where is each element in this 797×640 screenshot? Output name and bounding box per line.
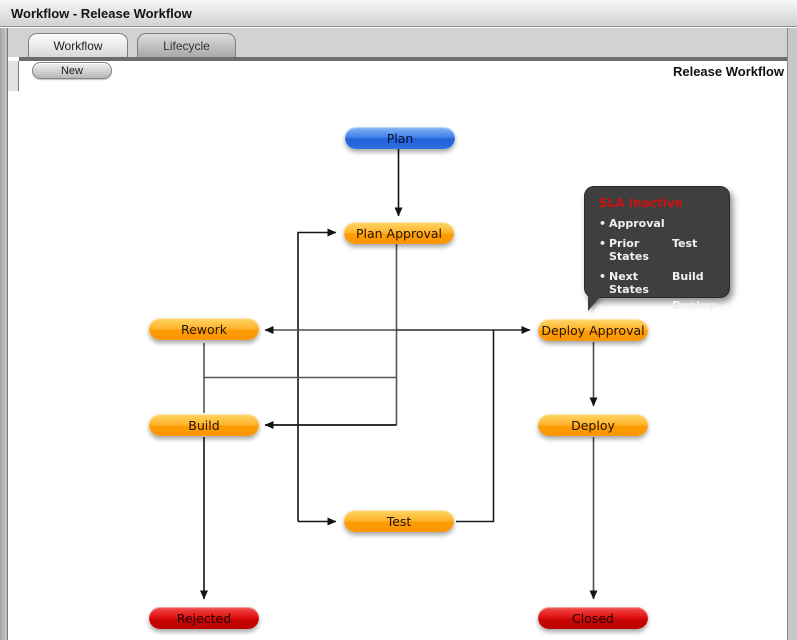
tab-lifecycle-label: Lifecycle (163, 38, 210, 53)
tooltip-row-label (609, 299, 672, 312)
node-label: Test (386, 513, 412, 529)
workflow-node-plan[interactable]: Plan (345, 127, 455, 149)
bullet-icon: • (599, 270, 607, 283)
scrollbar-track[interactable] (787, 28, 797, 640)
tooltip-row-next-states: • Next States Build (599, 270, 725, 296)
node-label: Rework (180, 321, 228, 337)
sla-tooltip-title: SLA Inactive (599, 196, 683, 210)
panel-top-border (19, 57, 787, 61)
workflow-node-deploy-approval[interactable]: Deploy Approval (538, 319, 648, 341)
node-label: Deploy (571, 417, 615, 433)
new-button-label: New (60, 64, 83, 77)
node-label: Rejected (176, 610, 232, 626)
tab-workflow-label: Workflow (53, 38, 103, 53)
tooltip-row-prior-states: • Prior States Test (599, 237, 725, 263)
tooltip-row-label: Prior States (609, 237, 649, 263)
bullet-icon: • (599, 217, 607, 230)
tooltip-row-next-states-2: Deploy (599, 299, 725, 312)
workflow-node-rejected[interactable]: Rejected (149, 607, 259, 629)
tooltip-row-label: Approval (609, 217, 665, 230)
workflow-node-closed[interactable]: Closed (538, 607, 648, 629)
tooltip-row-value: Test (672, 237, 698, 250)
tooltip-row-value (672, 217, 725, 230)
workflow-node-deploy[interactable]: Deploy (538, 414, 648, 436)
window-title: Workflow - Release Workflow (11, 6, 192, 21)
page-title: Release Workflow (672, 64, 784, 79)
bullet-icon: • (599, 237, 607, 250)
tab-strip: Workflow Lifecycle (0, 28, 797, 58)
node-label: Build (188, 417, 220, 433)
node-label: Plan Approval (355, 225, 443, 241)
workflow-node-build[interactable]: Build (149, 414, 259, 436)
tooltip-row-value: Build (672, 270, 704, 283)
tooltip-row-value: Deploy (672, 299, 715, 312)
tab-lifecycle[interactable]: Lifecycle (137, 33, 236, 57)
node-label: Plan (386, 130, 414, 146)
window-left-border (0, 28, 8, 640)
tab-workflow[interactable]: Workflow (28, 33, 128, 57)
workflow-node-rework[interactable]: Rework (149, 318, 259, 340)
workflow-node-test[interactable]: Test (344, 510, 454, 532)
window-titlebar: Workflow - Release Workflow (0, 0, 797, 27)
workflow-canvas (8, 57, 787, 640)
node-label: Closed (572, 610, 614, 626)
new-button[interactable]: New (32, 62, 112, 79)
tooltip-row-approval: • Approval (599, 217, 725, 230)
toolbar-left-inset (8, 61, 19, 91)
tooltip-row-label: Next States (609, 270, 649, 296)
sla-tooltip: SLA Inactive • Approval • Prior States T… (584, 186, 730, 312)
workflow-node-plan-approval[interactable]: Plan Approval (344, 222, 454, 244)
tooltip-pointer (588, 296, 601, 311)
node-label: Deploy Approval (541, 322, 645, 338)
